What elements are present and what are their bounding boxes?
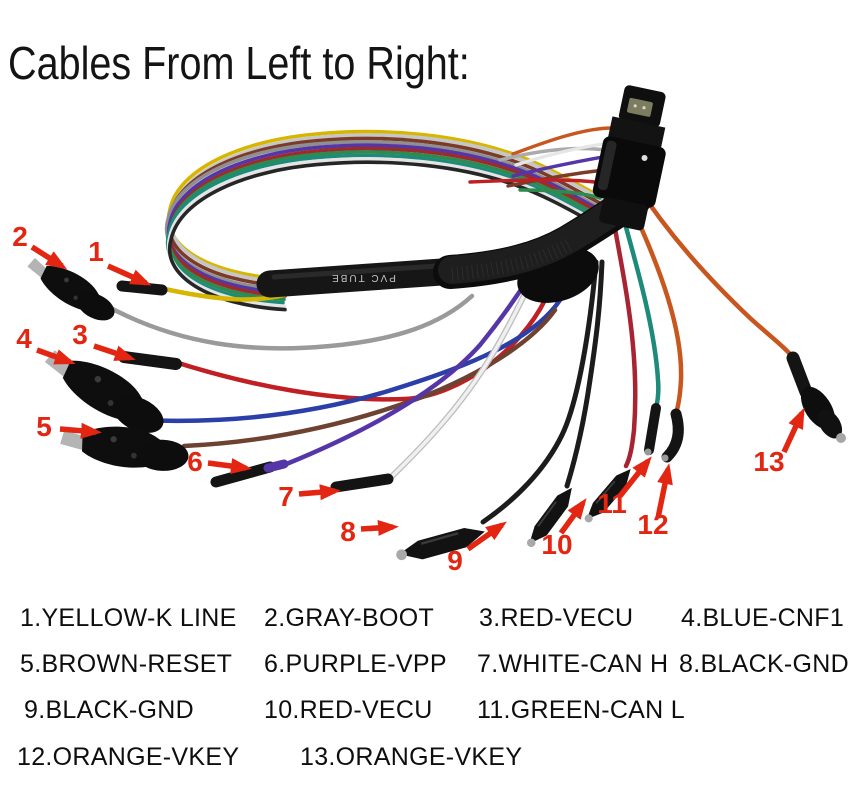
wire-green-can-l (619, 210, 661, 411)
legend-item-3: 3.RED-VECU (479, 604, 634, 632)
wire-blue-cnf1 (137, 297, 563, 424)
alligator-clip-13 (786, 351, 846, 443)
legend-item-8: 8.BLACK-GND (679, 650, 850, 678)
pin-12 (661, 408, 684, 463)
callout-number-7: 7 (278, 481, 294, 512)
wire-black-gnd-9 (564, 259, 605, 489)
callout-arrow-9 (466, 521, 507, 552)
callout-arrow-7 (298, 484, 341, 501)
callout-number-9: 9 (447, 545, 463, 576)
wire-red-vecu-10 (609, 209, 638, 469)
callout-number-10: 10 (541, 529, 573, 560)
alligator-clip-2 (19, 253, 123, 327)
legend-item-6: 6.PURPLE-VPP (264, 650, 447, 678)
callout-arrow-3 (93, 343, 136, 361)
callout-arrow-2 (30, 244, 68, 270)
callout-arrow-1 (106, 263, 152, 286)
callout-number-1: 1 (88, 236, 104, 267)
pin-terminals (116, 280, 684, 493)
pin-11 (644, 403, 661, 455)
callout-arrow-8 (360, 519, 399, 536)
pin-6 (210, 461, 276, 488)
wire-orange-vkey-12 (630, 207, 684, 417)
callout-arrow-12 (655, 463, 673, 519)
legend-item-11: 11.GREEN-CAN L (477, 696, 685, 724)
legend-item-9: 9.BLACK-GND (24, 696, 195, 724)
wire-gray-boot (102, 293, 475, 351)
callout-number-3: 3 (72, 319, 88, 350)
wire-black-gnd-8 (480, 259, 599, 525)
callout-number-6: 6 (187, 446, 203, 477)
callout-number-4: 4 (16, 323, 32, 354)
callout-number-2: 2 (12, 221, 28, 252)
callout-arrow-6 (207, 458, 252, 474)
legend-item-7: 7.WHITE-CAN H (477, 650, 669, 678)
callout-arrow-13 (781, 407, 805, 454)
legend-item-12: 12.ORANGE-VKEY (17, 743, 240, 771)
callout-number-8: 8 (340, 516, 356, 547)
callout-number-5: 5 (36, 411, 52, 442)
callout-arrow-10 (558, 498, 587, 535)
legend-item-13: 13.ORANGE-VKEY (300, 743, 523, 771)
pin-1 (116, 280, 168, 296)
callout-number-13: 13 (753, 446, 785, 477)
callout-arrows (30, 244, 805, 552)
page-title: Cables From Left to Right: (8, 37, 470, 89)
wire-red-vecu (169, 297, 548, 402)
heat-shrink-tube: PVC TUBE (256, 257, 470, 298)
callout-arrow-4 (36, 347, 76, 365)
wire-orange-vkey-13 (627, 172, 798, 363)
strands-to-connector (468, 126, 614, 200)
callout-arrow-11 (617, 456, 652, 498)
pin-7 (330, 473, 394, 493)
callout-number-12: 12 (637, 509, 669, 540)
callout-number-11: 11 (597, 488, 627, 519)
callout-arrow-5 (59, 422, 102, 439)
pin-3 (118, 351, 182, 370)
legend-item-4: 4.BLUE-CNF1 (681, 604, 845, 632)
legend-item-5: 5.BROWN-RESET (20, 650, 233, 678)
legend-item-1: 1.YELLOW-K LINE (20, 604, 237, 632)
legend-item-10: 10.RED-VECU (264, 696, 433, 724)
tube-print-label: PVC TUBE (330, 272, 396, 283)
legend-item-2: 2.GRAY-BOOT (264, 604, 435, 632)
obd-connector (592, 85, 666, 231)
